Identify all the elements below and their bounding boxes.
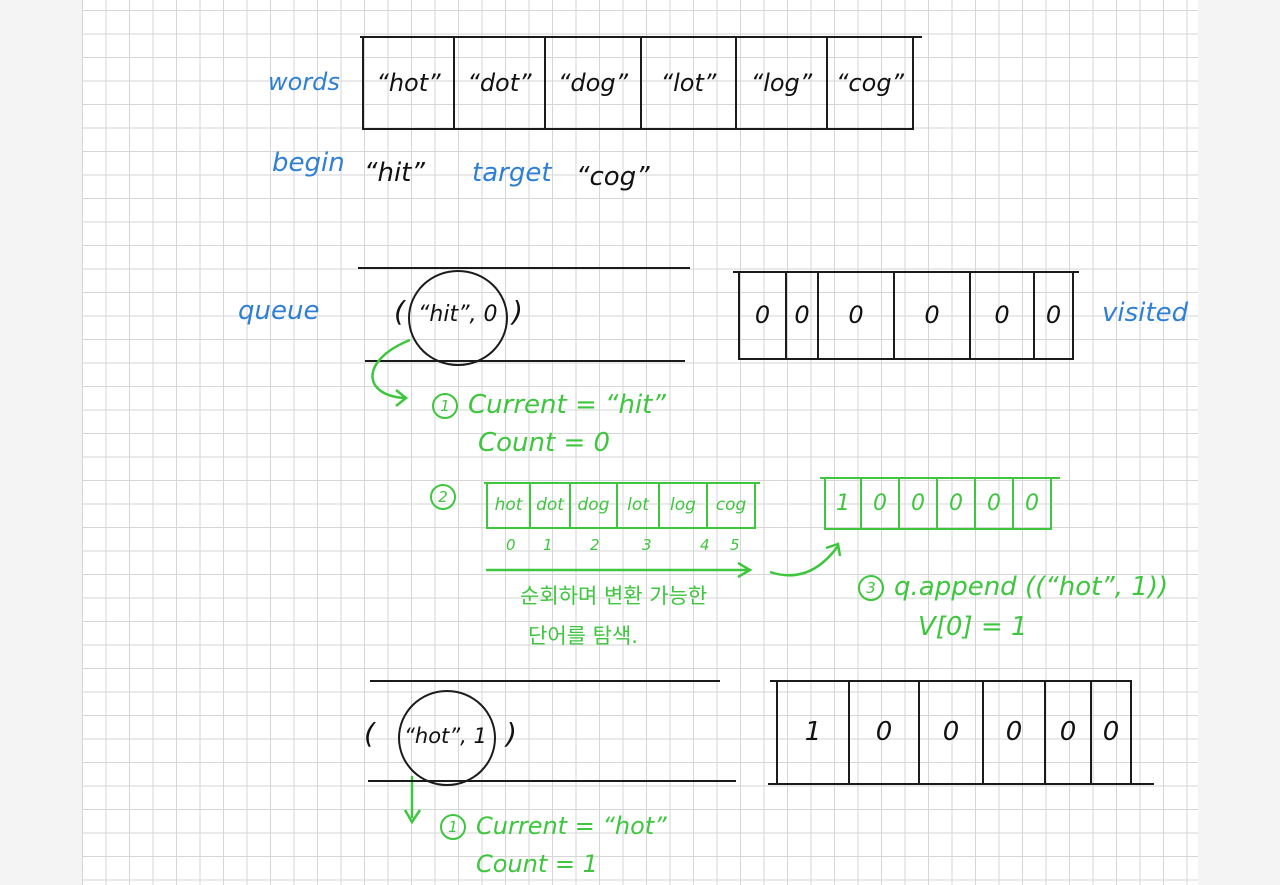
step1-current-text: Current = “hit” [468, 390, 666, 420]
step4-count: Count = 1 [476, 850, 598, 878]
words-cell: “log” [735, 37, 826, 128]
visited-cell: 0 [1033, 272, 1074, 358]
queue2-head-circle [398, 690, 496, 786]
visited2-array: 1 0 0 0 0 0 [824, 478, 1052, 530]
begin-value: “hit” [364, 158, 425, 188]
queue-head-circle [408, 270, 508, 366]
queue2-top-line [370, 680, 720, 682]
step-number: 1 [432, 392, 458, 419]
visited2-cell: 0 [898, 478, 936, 528]
index-label: 5 [730, 536, 740, 554]
visited-cell: 0 [785, 272, 817, 358]
visited2-cell: 0 [936, 478, 974, 528]
step-number: 2 [430, 484, 456, 510]
step3-append: 3 q.append ((“hot”, 1)) [858, 574, 1168, 601]
words-cell: “dot” [453, 37, 544, 128]
step4-current-text: Current = “hot” [476, 812, 667, 840]
visited2-cell: 1 [824, 478, 860, 528]
words-cell: “hot” [362, 37, 453, 128]
visited3-cell: 0 [848, 681, 918, 783]
visited2-cell: 0 [1012, 478, 1052, 528]
step1-count: Count = 0 [478, 428, 611, 458]
queue-entry: “hit”, 0 [418, 302, 498, 327]
index-label: 3 [642, 536, 652, 554]
visited-cell: 0 [893, 272, 969, 358]
queue-label: queue [238, 296, 320, 326]
visited3-cell: 1 [776, 681, 848, 783]
index-label: 0 [506, 536, 516, 554]
queue2-bottom-line [368, 780, 736, 782]
step2-word-cell: lot [616, 483, 658, 527]
visited3-cell: 0 [918, 681, 982, 783]
step-number: 3 [858, 574, 884, 601]
step2-word-cell: hot [486, 483, 529, 527]
words-array: “hot” “dot” “dog” “lot” “log” “cog” [362, 37, 914, 130]
step2-note-line1: 순회하며 변환 가능한 [520, 584, 708, 608]
queue2-open-paren: ( [364, 717, 375, 750]
step2-number: 2 [430, 484, 466, 510]
visited3-top-line [770, 680, 1132, 682]
words-cell: “cog” [826, 37, 914, 128]
grid-paper [82, 0, 1198, 885]
words-label: words [268, 68, 340, 96]
queue2-close-paren: ) [506, 717, 517, 750]
index-label: 2 [590, 536, 600, 554]
queue-bottom-line [365, 360, 685, 362]
begin-label: begin [272, 148, 345, 178]
visited2-cell: 0 [974, 478, 1012, 528]
words-cell: “dog” [544, 37, 640, 128]
visited-cell: 0 [817, 272, 893, 358]
step2-array-top [484, 482, 760, 484]
step2-word-cell: dot [529, 483, 569, 527]
words-cell: “lot” [640, 37, 735, 128]
index-label: 4 [700, 536, 710, 554]
step2-word-cell: log [658, 483, 706, 527]
step2-note-line2: 단어를 탐색. [528, 624, 638, 648]
visited3-cell: 0 [982, 681, 1044, 783]
visited-label: visited [1102, 298, 1189, 328]
step3-visited-set: V[0] = 1 [918, 612, 1028, 642]
visited3-bottom-line [768, 783, 1154, 785]
visited3-array: 1 0 0 0 0 0 [776, 681, 1132, 783]
queue-open-paren: ( [394, 295, 405, 328]
visited2-cell: 0 [860, 478, 898, 528]
target-value: “cog” [576, 162, 650, 192]
visited-cell: 0 [969, 272, 1033, 358]
step4-current: 1 Current = “hot” [440, 814, 667, 840]
index-label: 1 [543, 536, 553, 554]
visited2-top [820, 477, 1060, 479]
target-label: target [472, 158, 552, 188]
queue2-entry: “hot”, 1 [404, 724, 487, 748]
visited3-cell: 0 [1090, 681, 1132, 783]
queue-top-line [358, 267, 690, 269]
step-number: 1 [440, 814, 466, 840]
step2-words-array: hot dot dog lot log cog [486, 483, 756, 529]
step2-word-cell: cog [706, 483, 756, 527]
step3-append-text: q.append ((“hot”, 1)) [894, 572, 1169, 602]
visited-top-line [733, 271, 1079, 273]
visited-cell: 0 [738, 272, 785, 358]
queue-close-paren: ) [512, 295, 523, 328]
visited-array: 0 0 0 0 0 0 [738, 272, 1074, 360]
visited3-cell: 0 [1044, 681, 1090, 783]
step1-current: 1 Current = “hit” [432, 392, 666, 419]
step2-word-cell: dog [569, 483, 616, 527]
